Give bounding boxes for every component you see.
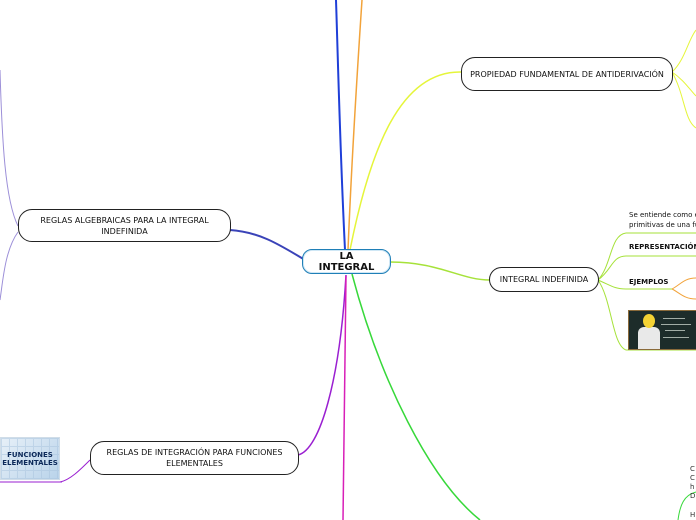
connector-ind-rep: [597, 255, 627, 281]
edge-fragment-2: C: [690, 474, 695, 482]
indefinida-label: INTEGRAL INDEFINIDA: [499, 275, 589, 284]
edge-fragment-1: C: [690, 465, 695, 473]
connector-ind-ej: [597, 279, 627, 290]
connector-top-orange: [347, 0, 363, 251]
representacion-label[interactable]: REPRESENTACIÓN M: [629, 243, 696, 251]
connector-top-blue: [335, 0, 346, 251]
definition-text-line2[interactable]: primitivas de una func: [629, 221, 696, 229]
central-label: LA INTEGRAL: [318, 250, 375, 273]
connector-elem-img: [59, 459, 91, 483]
connector-alg-down: [0, 231, 19, 301]
connector-right-bottom: [677, 491, 696, 520]
edge-fragment-4: D: [690, 492, 696, 500]
algebraicas-label: REGLAS ALGEBRAICAS PARA LA INTEGRAL INDE…: [40, 215, 209, 236]
thumb-title-line1: FUNCIONES: [7, 451, 53, 459]
connector-propiedad-out2: [671, 71, 696, 97]
thumb-title-line2: ELEMENTALES: [2, 459, 58, 467]
connector-propiedad-out3: [671, 71, 696, 129]
connector-elementales: [297, 274, 347, 456]
node-reglas-algebraicas[interactable]: REGLAS ALGEBRAICAS PARA LA INTEGRAL INDE…: [18, 209, 231, 242]
elementales-label: REGLAS DE INTEGRACIÓN PARA FUNCIONES ELE…: [106, 448, 283, 468]
node-propiedad-fundamental[interactable]: PROPIEDAD FUNDAMENTAL DE ANTIDERIVACIÓN: [461, 57, 673, 91]
edge-fragment-5: H: [690, 511, 696, 519]
central-node-la-integral[interactable]: LA INTEGRAL: [302, 249, 391, 274]
homer-chalkboard-image[interactable]: [628, 310, 696, 350]
funciones-elementales-image[interactable]: FUNCIONES ELEMENTALES: [0, 437, 60, 480]
connector-propiedad: [349, 71, 463, 251]
connector-alg-up: [0, 69, 19, 227]
connector-ej-1: [671, 277, 696, 290]
connector-algebraicas: [229, 229, 306, 261]
definition-text-line1[interactable]: Se entiende como el co: [629, 211, 696, 219]
connector-indefinida: [389, 261, 491, 281]
connector-propiedad-out1: [671, 29, 696, 73]
connector-ind-def: [597, 232, 627, 281]
connector-bottom-magenta: [342, 275, 347, 520]
connector-ej-2: [671, 288, 696, 300]
propiedad-label: PROPIEDAD FUNDAMENTAL DE ANTIDERIVACIÓN: [470, 69, 664, 79]
connector-ind-img: [597, 279, 627, 351]
edge-fragment-3: h: [690, 483, 695, 491]
node-integral-indefinida[interactable]: INTEGRAL INDEFINIDA: [489, 267, 599, 292]
node-reglas-elementales[interactable]: REGLAS DE INTEGRACIÓN PARA FUNCIONES ELE…: [90, 441, 299, 475]
connector-bottom-green: [351, 273, 481, 520]
ejemplos-label[interactable]: EJEMPLOS: [629, 278, 669, 286]
